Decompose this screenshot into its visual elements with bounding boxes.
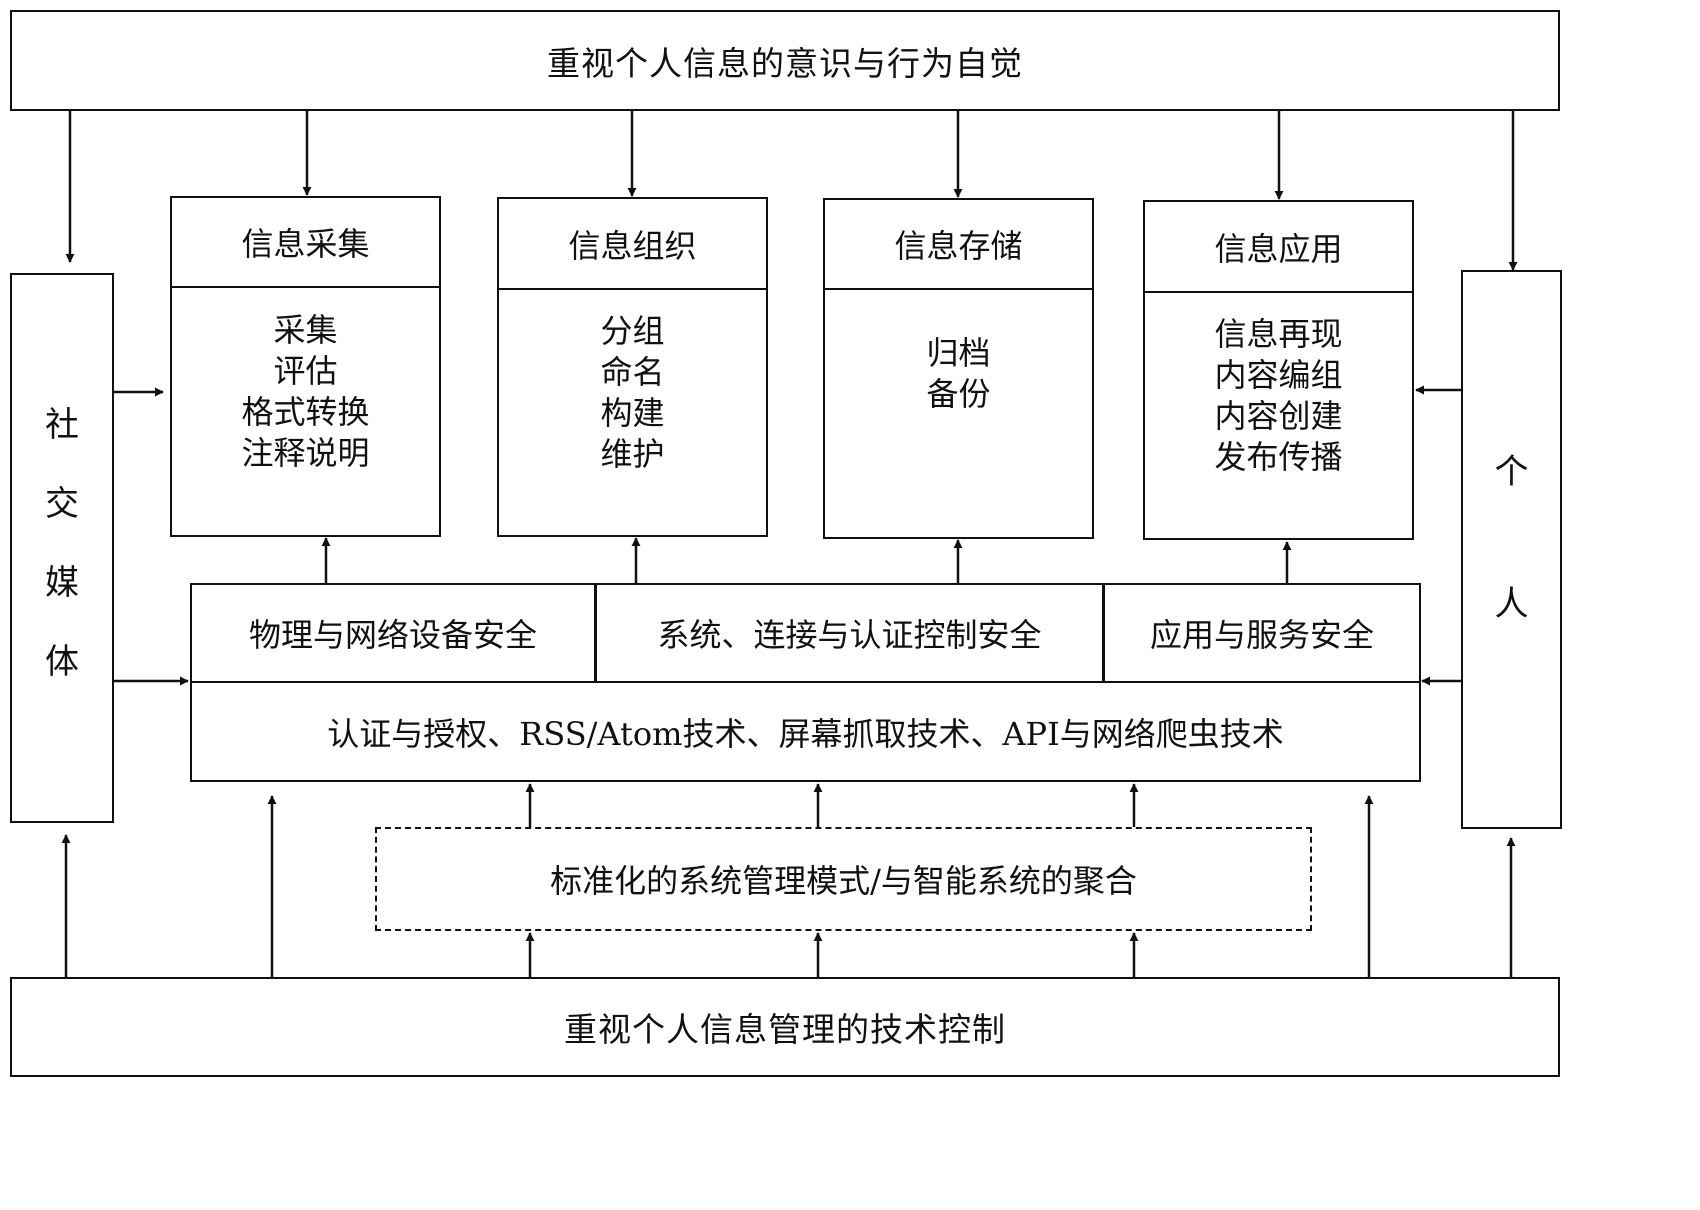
social-media-char: 社 — [45, 405, 79, 445]
module-apply-items: 信息再现 内容编组 内容创建 发布传播 — [1145, 293, 1412, 538]
individual-char: 人 — [1494, 583, 1529, 624]
security-application-service: 应用与服务安全 — [1149, 616, 1374, 654]
connector-arrows — [61, 110, 1518, 978]
module-collect-items: 采集 评估 格式转换 注释说明 — [172, 288, 439, 535]
module-store: 信息存储 归档 备份 — [823, 198, 1094, 539]
security-layer: 物理与网络设备安全 系统、连接与认证控制安全 应用与服务安全 — [192, 585, 1419, 683]
technical-control-banner-label: 重视个人信息管理的技术控制 — [564, 1010, 1006, 1049]
social-media-box: 社 交 媒 体 — [10, 273, 114, 823]
security-physical-network: 物理与网络设备安全 — [248, 616, 537, 654]
list-item: 维护 — [600, 434, 665, 473]
list-item: 注释说明 — [241, 433, 370, 472]
module-organize-items: 分组 命名 构建 维护 — [499, 290, 766, 535]
social-media-char: 交 — [45, 484, 79, 524]
module-store-items: 归档 备份 — [825, 290, 1092, 537]
list-item: 分组 — [600, 311, 665, 350]
list-item: 内容创建 — [1214, 396, 1343, 435]
list-item: 命名 — [600, 352, 665, 391]
tech-layer: 认证与授权、RSS/Atom技术、屏幕抓取技术、API与网络爬虫技术 — [192, 683, 1419, 780]
module-store-title: 信息存储 — [825, 200, 1092, 290]
awareness-banner: 重视个人信息的意识与行为自觉 — [10, 10, 1560, 111]
aggregation-label: 标准化的系统管理模式/与智能系统的聚合 — [550, 862, 1137, 900]
divider — [1102, 585, 1105, 681]
module-collect: 信息采集 采集 评估 格式转换 注释说明 — [170, 196, 441, 537]
module-collect-title: 信息采集 — [172, 198, 439, 288]
module-apply-title: 信息应用 — [1145, 202, 1412, 293]
technical-control-banner: 重视个人信息管理的技术控制 — [10, 977, 1560, 1077]
list-item: 信息再现 — [1214, 314, 1343, 353]
list-item: 采集 — [273, 310, 338, 349]
individual-char: 个 — [1494, 452, 1529, 493]
individual-box: 个 人 — [1461, 270, 1562, 829]
module-organize-title: 信息组织 — [499, 199, 766, 290]
list-item: 格式转换 — [241, 392, 370, 431]
aggregation-box: 标准化的系统管理模式/与智能系统的聚合 — [375, 827, 1312, 931]
social-media-char: 媒 — [45, 563, 79, 603]
security-system-auth: 系统、连接与认证控制安全 — [657, 616, 1042, 654]
list-item: 评估 — [273, 351, 338, 390]
list-item: 构建 — [600, 393, 665, 432]
divider — [594, 585, 597, 681]
security-tech-block: 物理与网络设备安全 系统、连接与认证控制安全 应用与服务安全 认证与授权、RSS… — [190, 583, 1421, 782]
list-item: 发布传播 — [1214, 437, 1343, 476]
module-apply: 信息应用 信息再现 内容编组 内容创建 发布传播 — [1143, 200, 1414, 540]
list-item: 归档 — [926, 333, 991, 372]
module-organize: 信息组织 分组 命名 构建 维护 — [497, 197, 768, 537]
awareness-banner-label: 重视个人信息的意识与行为自觉 — [547, 43, 1023, 83]
list-item: 备份 — [926, 374, 991, 413]
list-item: 内容编组 — [1214, 355, 1343, 394]
tech-layer-label: 认证与授权、RSS/Atom技术、屏幕抓取技术、API与网络爬虫技术 — [327, 714, 1284, 753]
social-media-char: 体 — [45, 642, 79, 682]
